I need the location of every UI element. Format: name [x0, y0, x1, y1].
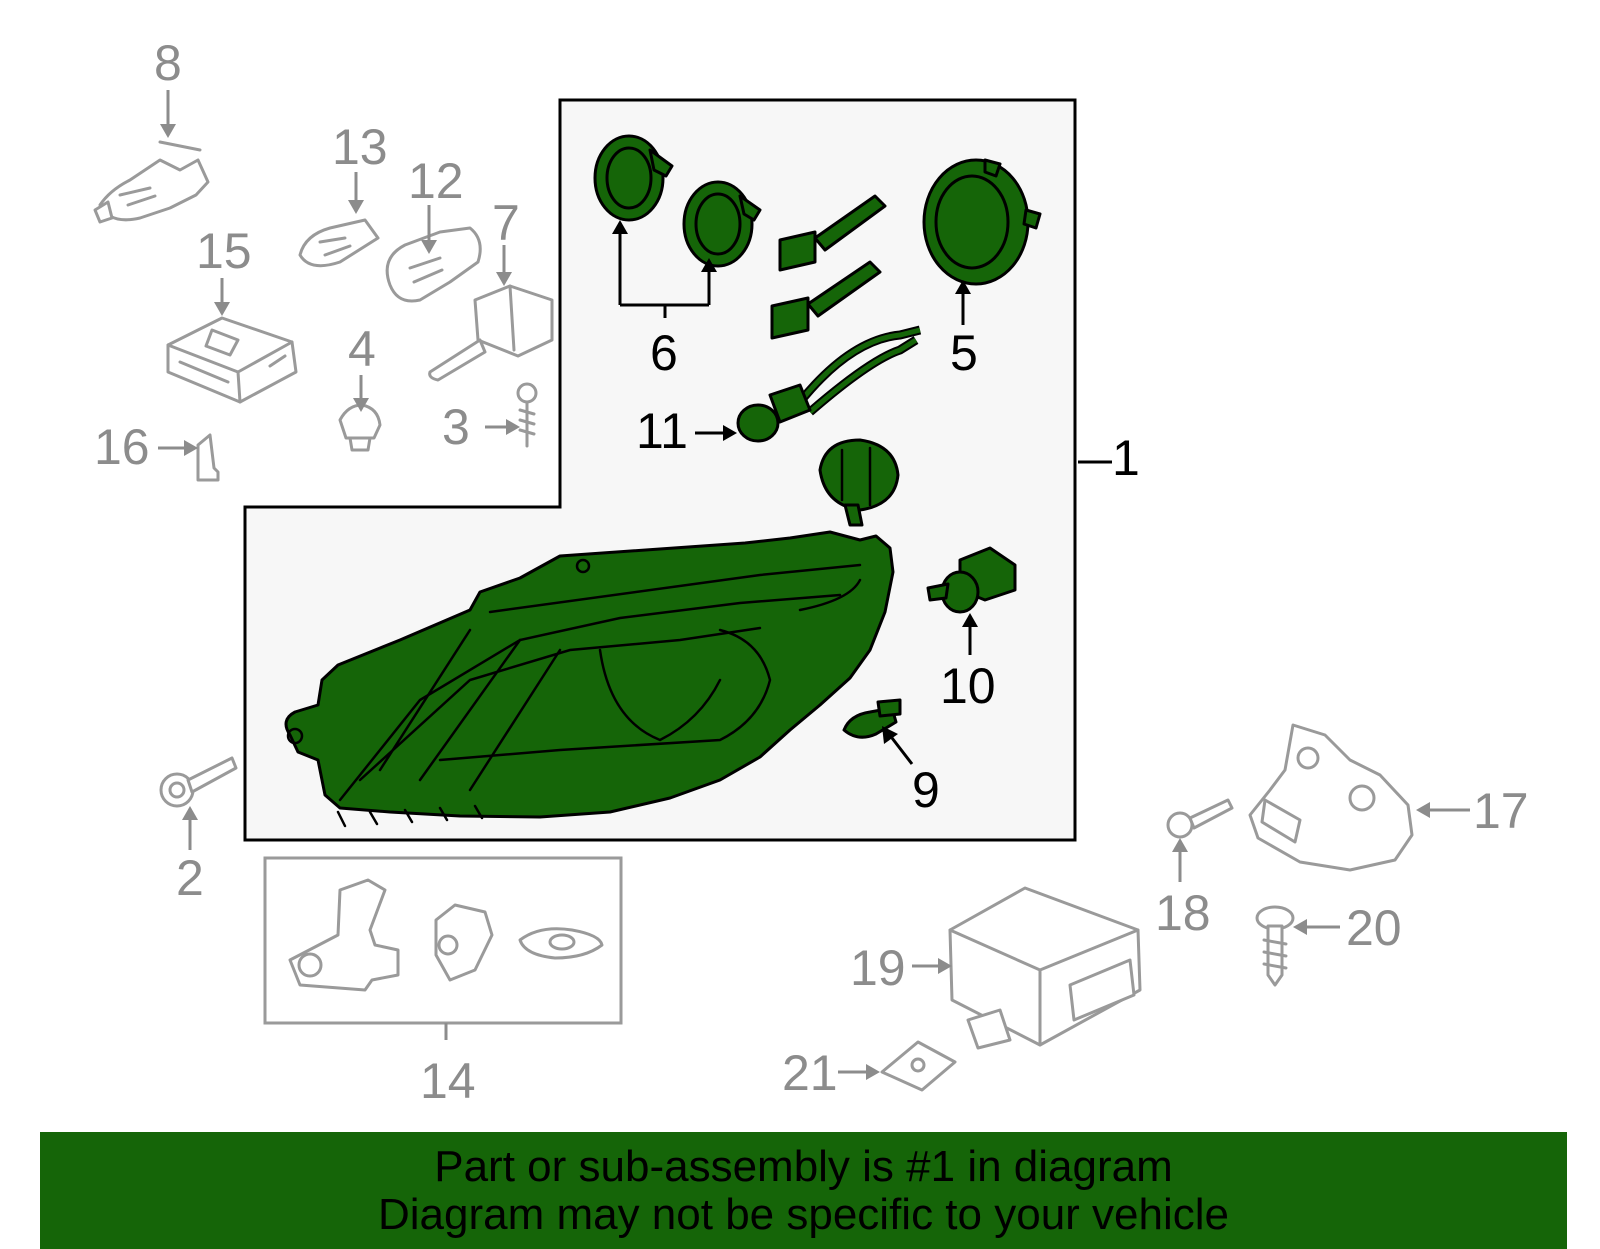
callout-17: 17: [1473, 783, 1529, 839]
callout-3: 3: [442, 399, 470, 455]
callout-14: 14: [420, 1053, 476, 1109]
bracket-17[interactable]: [1248, 723, 1414, 872]
callout-15: 15: [196, 223, 252, 279]
callout-21: 21: [782, 1045, 838, 1101]
bulb-9[interactable]: [842, 698, 902, 739]
bulb-8[interactable]: [93, 140, 210, 224]
cap-6-right[interactable]: [682, 180, 762, 268]
callout-10: 10: [940, 658, 996, 714]
screw-3[interactable]: [516, 382, 538, 448]
bolt-20[interactable]: [1255, 905, 1295, 987]
igniter-7[interactable]: [428, 284, 554, 382]
callout-2: 2: [176, 850, 204, 906]
harness-11[interactable]: [736, 325, 922, 443]
callout-6: 6: [650, 325, 678, 381]
control-unit-19[interactable]: [948, 886, 1142, 1050]
module-15[interactable]: [166, 316, 298, 404]
banner-line-1: Part or sub-assembly is #1 in diagram: [434, 1141, 1173, 1191]
bracket-14b[interactable]: [434, 903, 494, 982]
callout-7: 7: [492, 195, 520, 251]
pin-16[interactable]: [196, 433, 220, 482]
callout-11: 11: [636, 403, 688, 459]
callout-19: 19: [850, 940, 906, 996]
bulb-socket[interactable]: [818, 438, 900, 527]
callout-4: 4: [348, 321, 376, 377]
clip-14c[interactable]: [518, 927, 604, 960]
banner-line-2: Diagram may not be specific to your vehi…: [377, 1189, 1230, 1239]
bulb-13[interactable]: [298, 218, 380, 268]
socket-10[interactable]: [926, 546, 1017, 614]
plug-4[interactable]: [338, 403, 382, 452]
screw-18[interactable]: [1166, 798, 1234, 839]
callout-18: 18: [1155, 885, 1211, 941]
cap-5[interactable]: [922, 158, 1042, 286]
callout-12: 12: [408, 153, 464, 209]
headlamp-assembly[interactable]: [284, 530, 895, 828]
kit-14-boundary: [263, 856, 623, 1025]
info-banner: Part or sub-assembly is #1 in diagram Di…: [40, 1132, 1567, 1249]
clip-nut-21[interactable]: [880, 1040, 957, 1092]
cap-6-left[interactable]: [593, 134, 674, 222]
leader-lines: [158, 90, 1470, 1080]
callout-5: 5: [950, 325, 978, 381]
bulb-12[interactable]: [385, 226, 482, 303]
callout-1: 1: [1112, 430, 1140, 486]
connector-plug-lower[interactable]: [770, 260, 882, 340]
callout-13: 13: [332, 119, 388, 175]
connector-plug-upper[interactable]: [778, 194, 887, 272]
callout-20: 20: [1346, 900, 1402, 956]
bolt-2[interactable]: [159, 756, 238, 808]
callout-9: 9: [912, 762, 940, 818]
callout-8: 8: [154, 35, 182, 91]
callout-16: 16: [94, 419, 150, 475]
bracket-14a[interactable]: [288, 878, 400, 992]
